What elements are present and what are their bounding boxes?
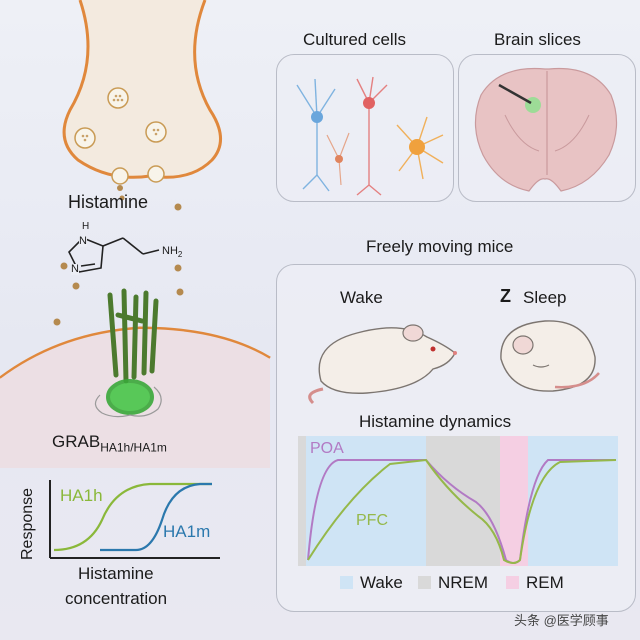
neuron-salmon xyxy=(335,155,343,163)
ha1m-label: HA1m xyxy=(163,522,211,541)
state-rem xyxy=(500,436,528,566)
molecule-h: H xyxy=(82,221,90,232)
legend-rem-swatch xyxy=(506,576,519,589)
response-ylabel: Response xyxy=(19,487,36,560)
molecule-n-bottom: N xyxy=(71,263,79,275)
histamine-label: Histamine xyxy=(68,192,149,212)
response-plot xyxy=(49,480,220,559)
brain-slice xyxy=(474,67,618,192)
sleeping-mouse xyxy=(500,320,600,392)
histamine-molecule xyxy=(68,237,160,273)
sensor-label: GRABHA1h/HA1m xyxy=(52,433,167,453)
awake-mouse xyxy=(308,324,457,405)
cultured-cells-panel xyxy=(276,54,454,202)
molecule-n-top: N xyxy=(79,235,87,247)
brain-slices-panel xyxy=(458,54,636,202)
brain-slices-title: Brain slices xyxy=(494,30,581,49)
sleep-z: Z xyxy=(500,286,511,306)
ha1h-label: HA1h xyxy=(60,486,103,505)
sensor-subscript: HA1h/HA1m xyxy=(100,440,167,455)
state-nrem xyxy=(426,436,500,566)
neuron-red xyxy=(363,97,375,109)
electrode xyxy=(498,83,532,105)
recording-site xyxy=(525,97,541,113)
pfc-trace xyxy=(307,458,617,564)
freely-moving-title: Freely moving mice xyxy=(366,237,514,256)
xlabel-line1: Histamine xyxy=(78,564,154,583)
neuron-blue xyxy=(311,111,323,123)
legend-nrem-label: NREM xyxy=(438,573,489,592)
legend-nrem-swatch xyxy=(418,576,431,589)
cultured-neurons xyxy=(296,76,444,196)
cultured-cells-title: Cultured cells xyxy=(303,30,406,49)
molecule-nh2-subscript: 2 xyxy=(177,250,183,260)
legend-wake-label: Wake xyxy=(360,573,403,592)
watermark: 头条 @医学顾事 xyxy=(514,613,609,628)
sleep-label: Sleep xyxy=(523,288,567,307)
state-wake-2 xyxy=(528,436,618,566)
legend-rem-label: REM xyxy=(526,573,564,592)
sensor-prefix: GRAB xyxy=(52,432,101,451)
grab-sensor-structure xyxy=(94,288,162,418)
xlabel-line2: concentration xyxy=(65,589,168,608)
poa-label: POA xyxy=(310,440,344,457)
neuron-orange xyxy=(409,139,425,155)
dynamics-chart xyxy=(298,436,618,566)
wake-label: Wake xyxy=(340,288,383,307)
poa-trace xyxy=(307,459,616,564)
ha1m-curve xyxy=(100,482,212,552)
molecule-nh-text: NH xyxy=(162,245,178,257)
molecule-nh2: NH2 xyxy=(162,246,182,259)
pfc-label: PFC xyxy=(356,512,388,529)
ha1h-curve xyxy=(53,482,212,552)
state-gap xyxy=(298,436,306,566)
legend-wake-swatch xyxy=(340,576,353,589)
dynamics-title: Histamine dynamics xyxy=(359,412,512,431)
